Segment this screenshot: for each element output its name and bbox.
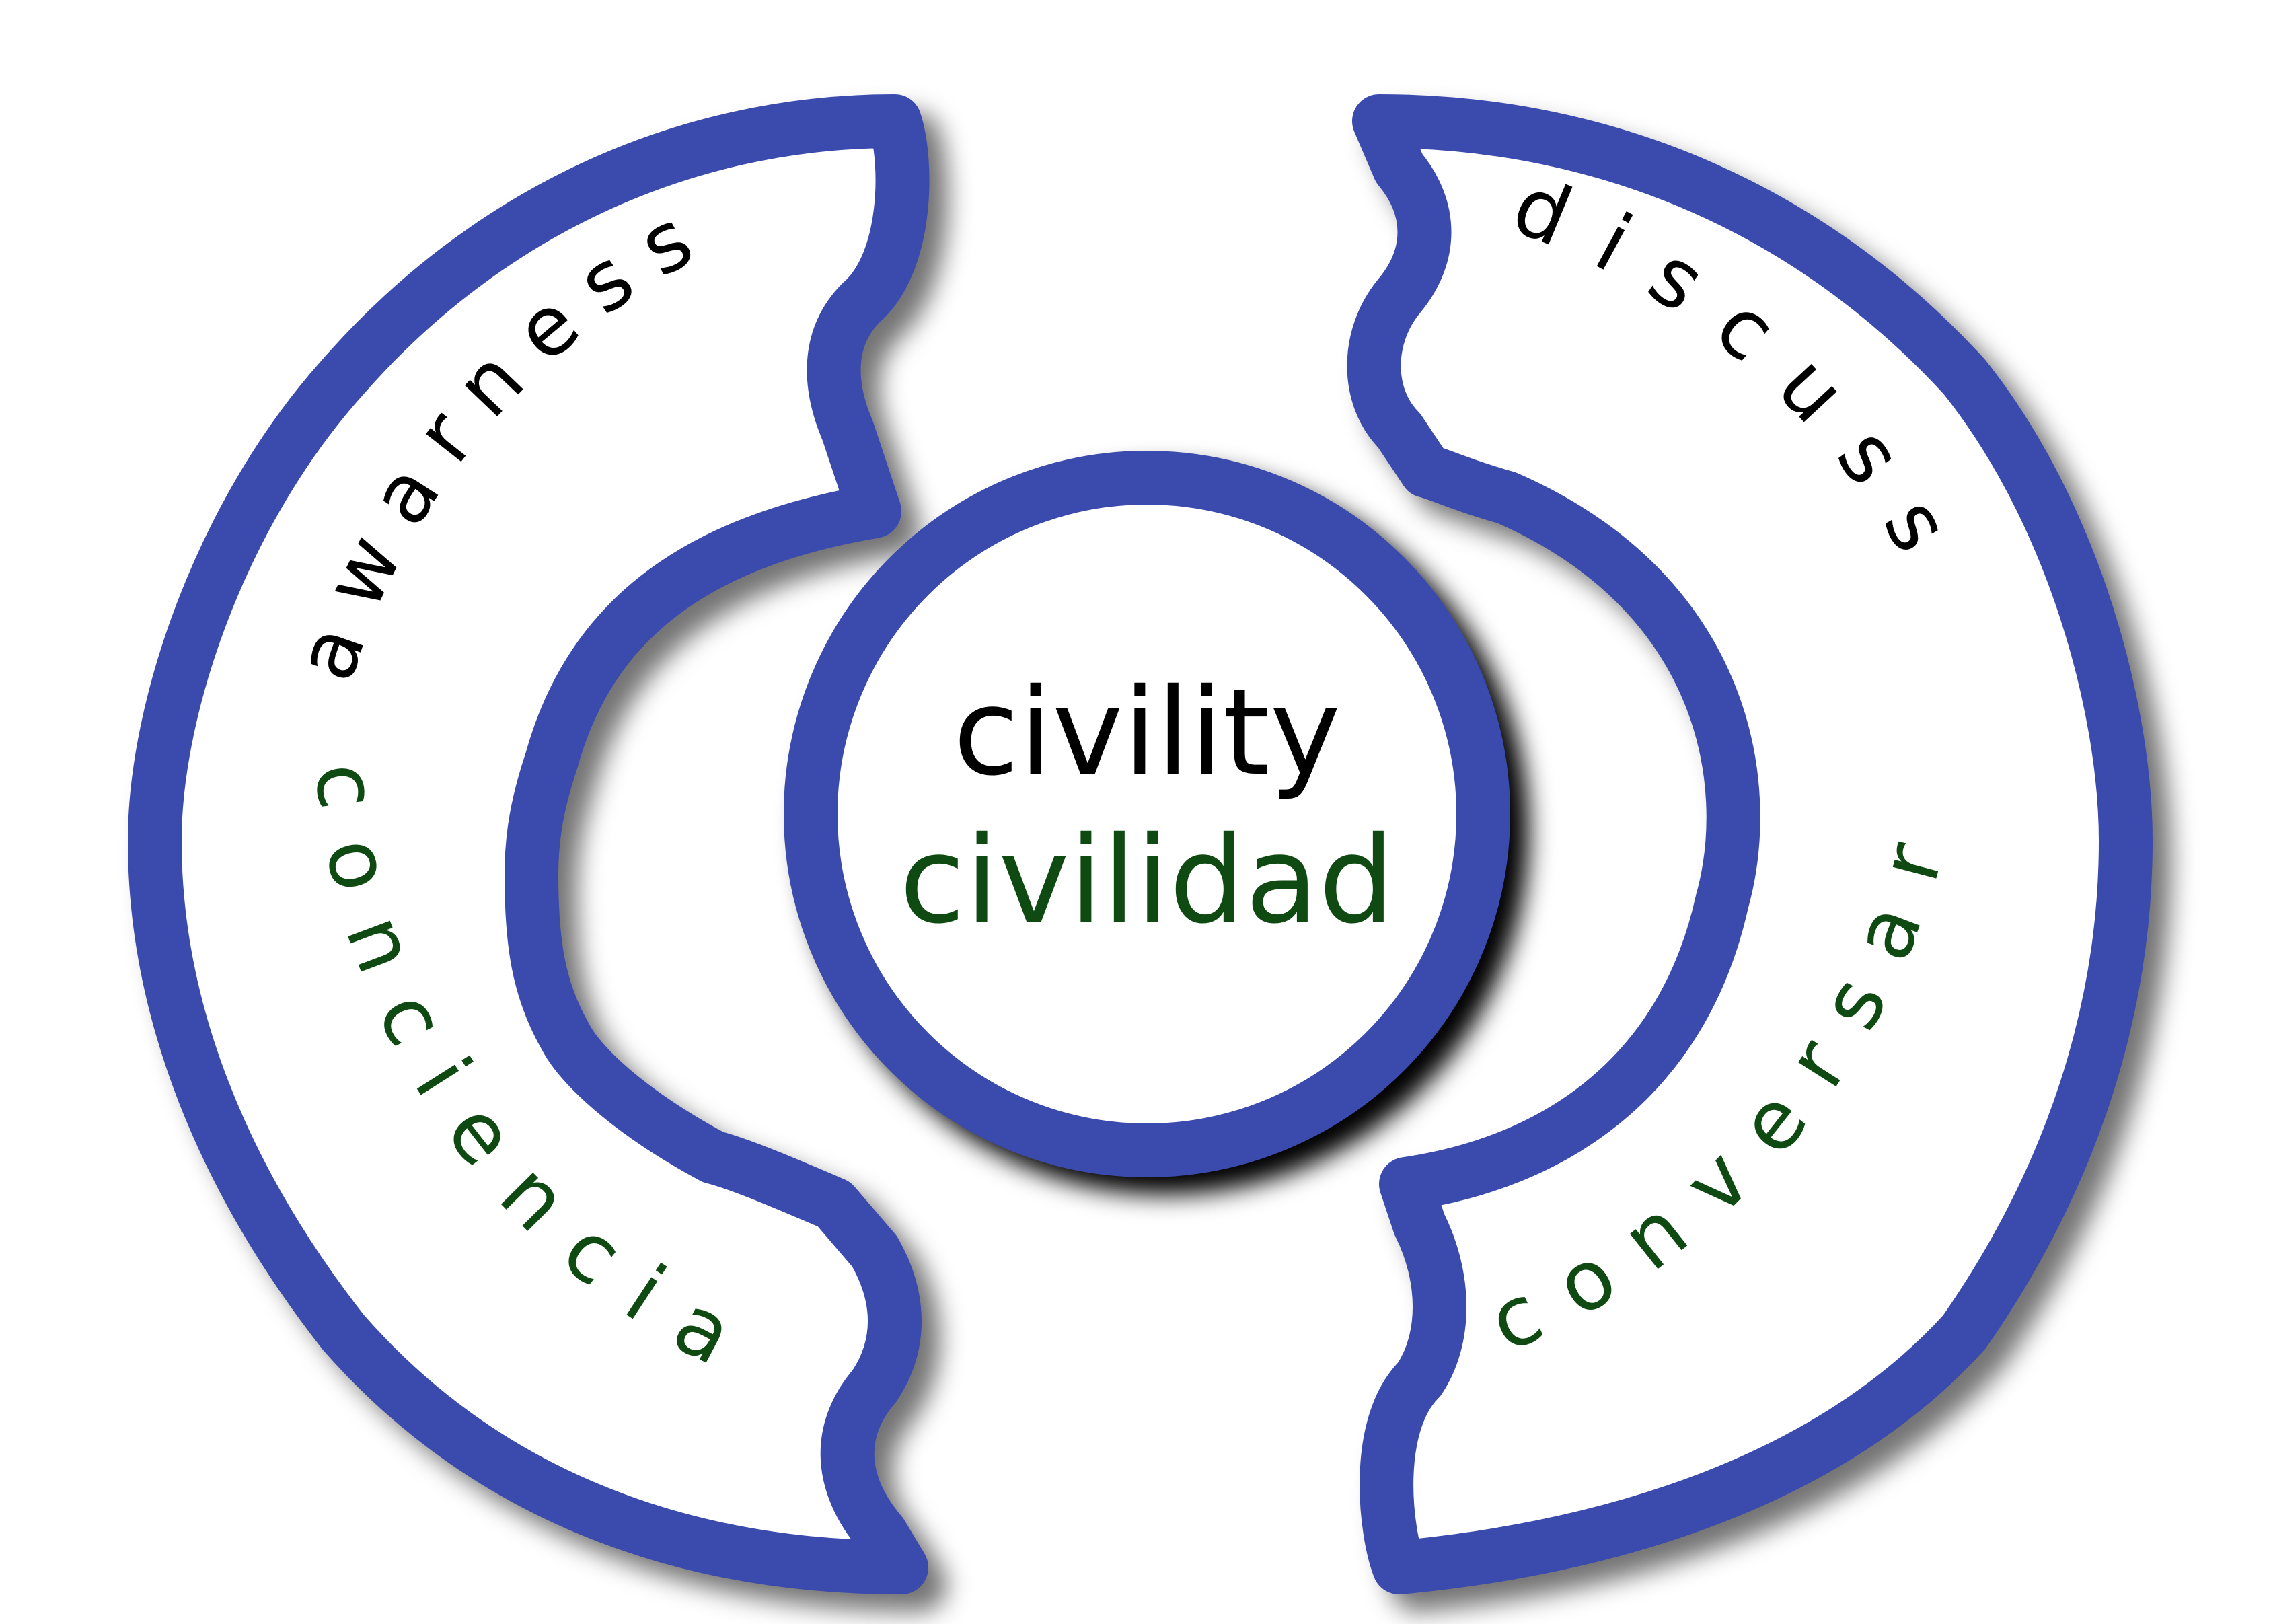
center-circle	[784, 451, 1510, 1177]
left-arc-shape	[128, 94, 930, 1594]
center-label-primary: civility	[953, 663, 1341, 802]
right-arc-shape	[1347, 94, 2153, 1594]
center-label-secondary: civilidad	[899, 811, 1394, 950]
